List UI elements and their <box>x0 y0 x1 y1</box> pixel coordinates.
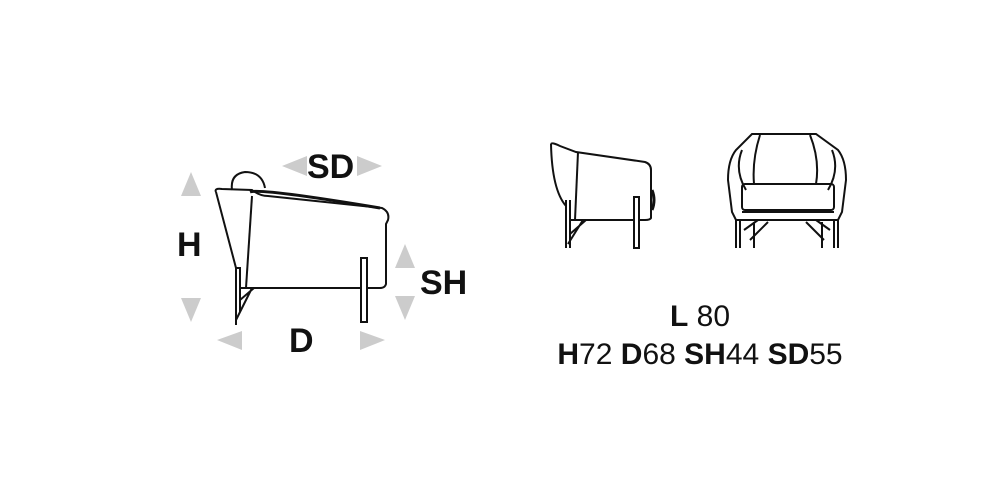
sd-right-arrow-icon <box>357 156 382 176</box>
seat-depth-label: SD <box>307 148 355 186</box>
side-view <box>550 142 656 249</box>
side-view-dimensioned <box>214 170 390 325</box>
sd-left-arrow-icon <box>282 156 307 176</box>
depth-label: D <box>289 322 314 360</box>
dim-value: 55 <box>809 338 843 371</box>
d-left-arrow-icon <box>217 331 242 350</box>
sh-up-arrow-icon <box>395 244 415 268</box>
dim-value: 80 <box>688 300 731 333</box>
dimensions-row-2: H72 D68 SH44 SD55 <box>530 340 870 370</box>
h-down-arrow-icon <box>181 298 201 322</box>
dim-value: 44 <box>725 338 760 371</box>
dim-value: 68 <box>642 338 676 371</box>
dimensions-row-1: L 80 <box>530 302 870 332</box>
sh-down-arrow-icon <box>395 296 415 320</box>
dim-value: 72 <box>579 338 613 371</box>
dim-key: SD <box>767 338 810 371</box>
dim-key: SH <box>684 338 726 371</box>
dim-key: D <box>620 338 643 371</box>
dim-key: H <box>557 338 580 371</box>
height-label: H <box>177 226 202 264</box>
d-right-arrow-icon <box>360 331 385 350</box>
seat-height-label: SH <box>420 264 468 302</box>
front-view <box>726 133 848 248</box>
dimension-arrows <box>181 156 415 350</box>
dim-key: L <box>669 300 689 333</box>
h-up-arrow-icon <box>181 172 201 196</box>
